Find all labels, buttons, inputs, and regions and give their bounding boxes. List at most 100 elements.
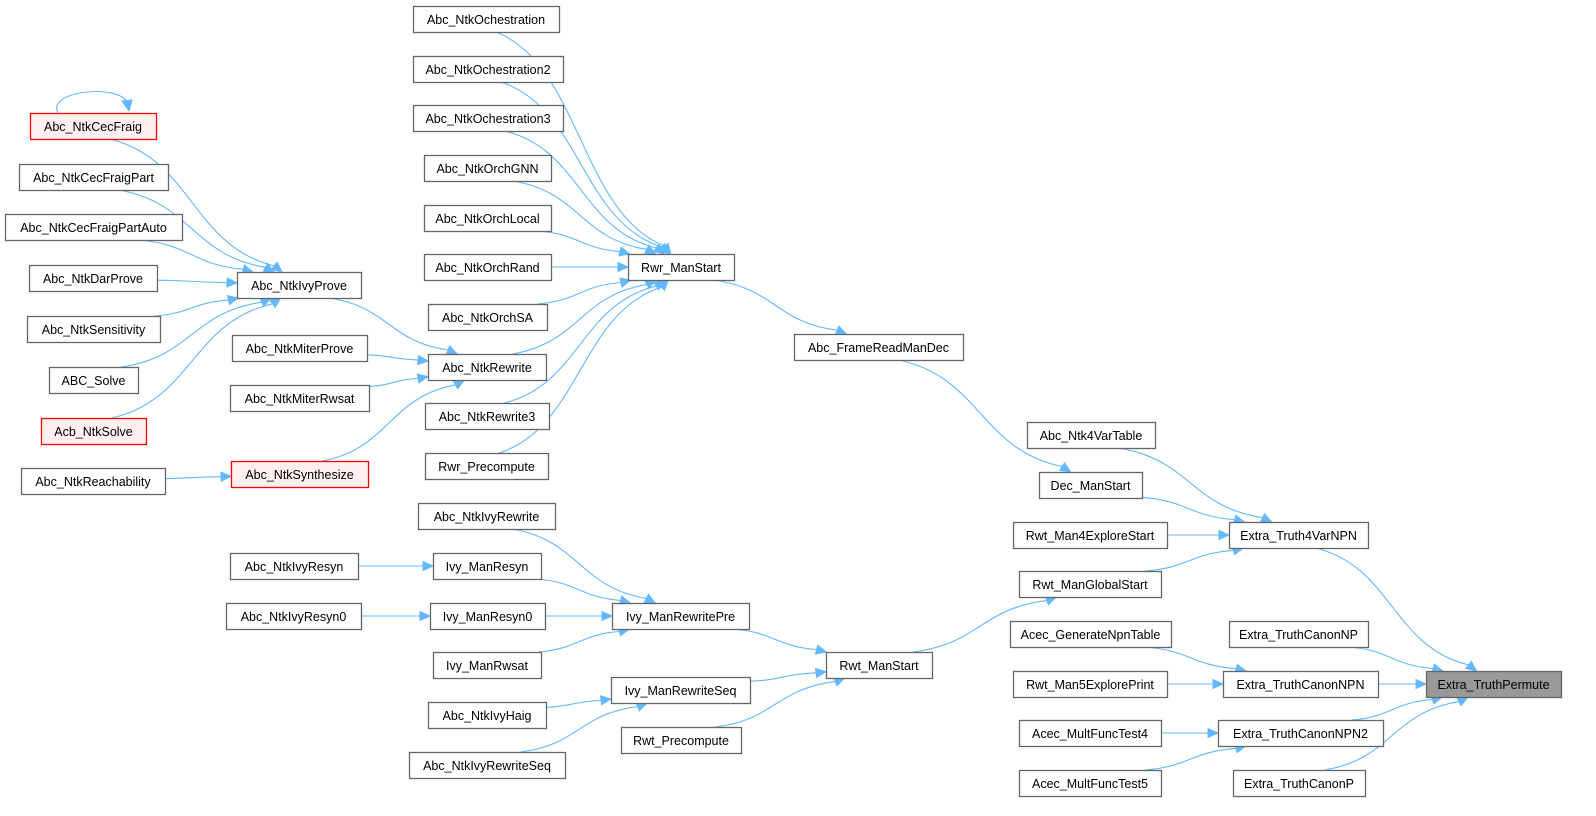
node-label: Abc_NtkIvyResyn0: [241, 610, 347, 624]
node-label: Rwt_ManStart: [839, 659, 919, 673]
node-abc-frame-read-man-dec[interactable]: Abc_FrameReadManDec: [793, 333, 965, 362]
node-extra-truth-canon-p[interactable]: Extra_TruthCanonP: [1232, 769, 1367, 798]
node-box: [423, 253, 553, 282]
edge-abc-ntk-ivy-resyn-to-ivy-man-resyn: [357, 560, 435, 572]
node-abc-ntk-ivy-rewrite[interactable]: Abc_NtkIvyRewrite: [417, 502, 557, 531]
node-label: Abc_NtkCecFraig: [44, 120, 142, 134]
node-abc-ntk-miter-prove[interactable]: Abc_NtkMiterProve: [231, 334, 369, 363]
node-rwr-man-start[interactable]: Rwr_ManStart: [627, 253, 736, 282]
node-abc-ntk-ivy-rewrite-seq[interactable]: Abc_NtkIvyRewriteSeq: [408, 751, 567, 780]
node-box: [1012, 521, 1169, 550]
node-extra-truth-canon-np[interactable]: Extra_TruthCanonNP: [1228, 620, 1370, 649]
node-label: Abc_NtkIvyRewrite: [434, 510, 540, 524]
node-box: [29, 112, 158, 141]
node-box: [229, 552, 360, 581]
node-rwt-man-start[interactable]: Rwt_ManStart: [825, 651, 934, 680]
node-box: [429, 602, 547, 631]
node-abc-solve[interactable]: ABC_Solve: [48, 366, 140, 395]
node-acec-generate-npn-table[interactable]: Acec_GenerateNpnTable: [1009, 620, 1173, 649]
edge-extra-truth4-var-npn-to-extra-truth-permute: [1315, 547, 1478, 672]
node-abc-ntk-ochestration2[interactable]: Abc_NtkOchestration2: [412, 55, 565, 84]
node-abc-ntk-reachability[interactable]: Abc_NtkReachability: [20, 467, 167, 496]
node-extra-truth4-var-npn[interactable]: Extra_Truth4VarNPN: [1228, 521, 1370, 550]
node-box: [423, 154, 553, 183]
node-label: Extra_TruthCanonNP: [1239, 628, 1358, 642]
node-rwt-man-global-start[interactable]: Rwt_ManGlobalStart: [1018, 570, 1163, 599]
node-ivy-man-rewrite-seq[interactable]: Ivy_ManRewriteSeq: [610, 676, 752, 705]
node-abc-ntk-orch-sa[interactable]: Abc_NtkOrchSA: [427, 303, 549, 332]
node-rwt-precompute[interactable]: Rwt_Precompute: [620, 726, 743, 755]
node-abc-ntk-orch-rand[interactable]: Abc_NtkOrchRand: [423, 253, 553, 282]
node-box: [229, 384, 371, 413]
node-ivy-man-rewrite-pre[interactable]: Ivy_ManRewritePre: [611, 602, 751, 631]
node-box: [1018, 570, 1163, 599]
edge-abc-ntk-miter-rwsat-to-abc-ntk-rewrite: [368, 373, 430, 388]
edge-abc-ntk-cec-fraig-to-abc-ntk-cec-fraig: [56, 91, 133, 114]
edge-abc-ntk-sensitivity-to-abc-ntk-ivy-prove: [154, 295, 240, 317]
node-label: Ivy_ManRewritePre: [626, 610, 735, 624]
node-abc-ntk-ochestration[interactable]: Abc_NtkOchestration: [412, 5, 561, 34]
node-rwt-man4-explore-start[interactable]: Rwt_Man4ExploreStart: [1012, 521, 1169, 550]
node-acec-mult-func-test4[interactable]: Acec_MultFuncTest4: [1018, 719, 1163, 748]
node-abc-ntk-orch-local[interactable]: Abc_NtkOrchLocal: [423, 204, 553, 233]
node-box: [1222, 670, 1380, 699]
edge-rwt-man5-explore-print-to-extra-truth-canon-npn: [1166, 678, 1225, 690]
node-label: Ivy_ManResyn0: [443, 610, 533, 624]
node-box: [1026, 421, 1157, 450]
node-rwr-precompute[interactable]: Rwr_Precompute: [424, 452, 550, 481]
edge-abc-ntk-ivy-rewrite-to-ivy-man-rewrite-pre: [511, 528, 657, 604]
node-abc-ntk-cec-fraig[interactable]: Abc_NtkCecFraig: [29, 112, 158, 141]
edge-dec-man-start-to-extra-truth4-var-npn: [1141, 496, 1246, 525]
edge-abc-ntk-cec-fraig-to-abc-ntk-ivy-prove: [109, 138, 284, 273]
edge-rwr-precompute-to-rwr-man-start: [499, 279, 670, 454]
node-extra-truth-canon-npn2[interactable]: Extra_TruthCanonNPN2: [1217, 719, 1385, 748]
edge-abc-ntk-ivy-haig-to-ivy-man-rewrite-seq: [545, 695, 613, 708]
node-box: [610, 676, 752, 705]
node-abc-ntk-dar-prove[interactable]: Abc_NtkDarProve: [28, 264, 159, 293]
node-extra-truth-permute[interactable]: Extra_TruthPermute: [1425, 670, 1563, 699]
node-abc-ntk-synthesize[interactable]: Abc_NtkSynthesize: [230, 460, 370, 489]
node-dec-man-start[interactable]: Dec_ManStart: [1038, 471, 1144, 500]
node-box: [40, 417, 148, 446]
node-acb-ntk-solve[interactable]: Acb_NtkSolve: [40, 417, 148, 446]
edge-abc-ntk-dar-prove-to-abc-ntk-ivy-prove: [156, 277, 239, 288]
node-abc-ntk-cec-fraig-part[interactable]: Abc_NtkCecFraigPart: [18, 163, 170, 192]
node-abc-ntk-ivy-prove[interactable]: Abc_NtkIvyProve: [236, 271, 363, 300]
node-ivy-man-resyn0[interactable]: Ivy_ManResyn0: [429, 602, 547, 631]
node-label: Abc_NtkOrchLocal: [435, 212, 539, 226]
node-abc-ntk-rewrite3[interactable]: Abc_NtkRewrite3: [424, 402, 551, 431]
node-label: Extra_TruthPermute: [1437, 678, 1549, 692]
node-box: [427, 303, 549, 332]
node-rwt-man5-explore-print[interactable]: Rwt_Man5ExplorePrint: [1012, 670, 1169, 699]
node-abc-ntk-orch-gnn[interactable]: Abc_NtkOrchGNN: [423, 154, 553, 183]
node-label: Ivy_ManRwsat: [446, 659, 528, 673]
node-box: [793, 333, 965, 362]
node-abc-ntk-ivy-resyn0[interactable]: Abc_NtkIvyResyn0: [225, 602, 363, 631]
node-ivy-man-rwsat[interactable]: Ivy_ManRwsat: [432, 651, 543, 680]
edge-abc-ntk-orch-local-to-rwr-man-start: [538, 230, 631, 257]
node-acec-mult-func-test5[interactable]: Acec_MultFuncTest5: [1018, 769, 1163, 798]
node-label: Abc_NtkCecFraigPartAuto: [20, 221, 167, 235]
node-box: [432, 552, 543, 581]
edge-ivy-man-resyn0-to-ivy-man-rewrite-pre: [544, 610, 614, 622]
node-abc-ntk-miter-rwsat[interactable]: Abc_NtkMiterRwsat: [229, 384, 371, 413]
node-abc-ntk-sensitivity[interactable]: Abc_NtkSensitivity: [26, 315, 162, 344]
node-box: [231, 334, 369, 363]
edge-ivy-man-rwsat-to-ivy-man-rewrite-pre: [538, 626, 631, 653]
node-abc-ntk-ivy-haig[interactable]: Abc_NtkIvyHaig: [427, 701, 548, 730]
node-abc-ntk-rewrite[interactable]: Abc_NtkRewrite: [427, 353, 548, 382]
node-label: Abc_FrameReadManDec: [808, 341, 949, 355]
node-label: Abc_NtkSynthesize: [245, 468, 353, 482]
node-label: Acec_MultFuncTest5: [1032, 777, 1148, 791]
node-extra-truth-canon-npn[interactable]: Extra_TruthCanonNPN: [1222, 670, 1380, 699]
node-label: Abc_NtkOchestration2: [425, 63, 550, 77]
node-box: [825, 651, 934, 680]
node-box: [1038, 471, 1144, 500]
node-label: Extra_Truth4VarNPN: [1240, 529, 1357, 543]
node-abc-ntk4-var-table[interactable]: Abc_Ntk4VarTable: [1026, 421, 1157, 450]
node-abc-ntk-ivy-resyn[interactable]: Abc_NtkIvyResyn: [229, 552, 360, 581]
node-label: Abc_NtkCecFraigPart: [33, 171, 154, 185]
node-ivy-man-resyn[interactable]: Ivy_ManResyn: [432, 552, 543, 581]
node-abc-ntk-cec-fraig-part-auto[interactable]: Abc_NtkCecFraigPartAuto: [4, 213, 184, 242]
node-abc-ntk-ochestration3[interactable]: Abc_NtkOchestration3: [412, 104, 565, 133]
